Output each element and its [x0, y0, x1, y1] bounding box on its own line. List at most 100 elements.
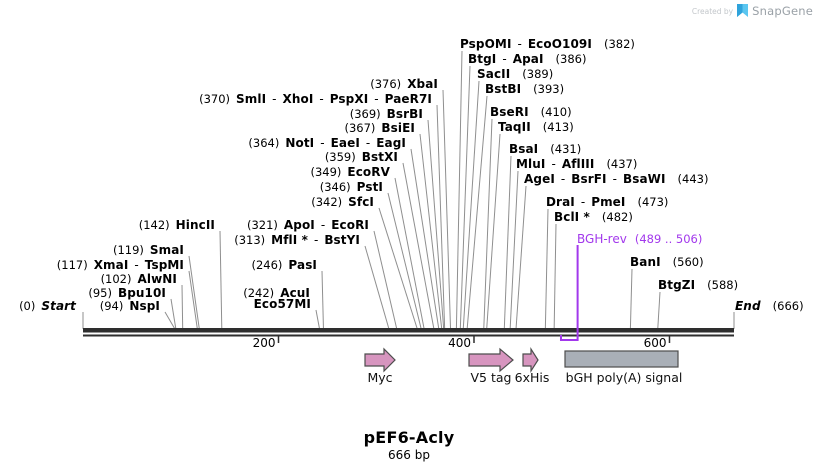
site-name-separator: -	[307, 233, 325, 247]
site-label-smai[interactable]: (119) SmaI	[113, 243, 184, 257]
enzyme-name: BsaWI	[622, 172, 666, 186]
site-label-mfli[interactable]: (313) MflI * - BstYI	[234, 233, 360, 247]
site-position: (346)	[319, 180, 351, 194]
enzyme-name: BsiEI	[381, 121, 415, 135]
enzyme-name: SmaI	[149, 243, 184, 257]
site-position: (246)	[251, 258, 283, 272]
site-label-taqii[interactable]: TaqII (413)	[498, 120, 574, 134]
site-label-acui[interactable]: (242) AcuI	[243, 286, 310, 300]
site-label-psti[interactable]: (346) PstI	[320, 180, 383, 194]
feature-bgh-polya-box[interactable]	[564, 350, 679, 368]
backbone-strand-top	[83, 328, 734, 333]
site-label-bsai[interactable]: BsaI (431)	[509, 142, 581, 156]
site-position: (473)	[637, 195, 669, 209]
site-label-pasi[interactable]: (246) PasI	[251, 258, 317, 272]
map-title: pEF6-Acly	[363, 428, 455, 447]
site-label-bstbi[interactable]: BstBI (393)	[485, 82, 564, 96]
site-connector	[219, 230, 223, 330]
site-name-separator: -	[314, 136, 331, 150]
site-position: (142)	[138, 218, 170, 232]
site-position: (321)	[246, 218, 278, 232]
feature-6xhis-arrow[interactable]	[522, 346, 539, 374]
site-label-bcli[interactable]: BclI * (482)	[554, 210, 633, 224]
site-label-start[interactable]: (0) Start	[19, 299, 76, 313]
enzyme-name: ApaI	[512, 52, 544, 66]
site-label-bpu10i[interactable]: (95) Bpu10I	[88, 286, 166, 300]
site-connector	[321, 270, 324, 330]
site-label-bseri[interactable]: BseRI (410)	[490, 105, 572, 119]
site-label-alwni[interactable]: (102) AlwNI	[101, 272, 177, 286]
site-connector	[483, 118, 493, 330]
site-connector	[459, 65, 471, 330]
site-position: (560)	[672, 255, 704, 269]
site-position: (389)	[522, 67, 554, 81]
site-position: (413)	[542, 120, 574, 134]
enzyme-name: BseRI	[490, 105, 529, 119]
site-position: (342)	[311, 195, 343, 209]
site-position: (102)	[100, 272, 132, 286]
site-label-end[interactable]: End (666)	[735, 299, 804, 313]
feature-v5-tag-arrow[interactable]	[468, 347, 514, 373]
site-position: (349)	[310, 165, 342, 179]
enzyme-name: SmlI	[236, 92, 267, 106]
site-connector	[419, 133, 443, 330]
site-name-separator: -	[574, 195, 592, 209]
site-label-drai[interactable]: DraI - PmeI (473)	[546, 195, 668, 209]
watermark-brand: SnapGene	[752, 4, 813, 18]
site-label-sfci[interactable]: (342) SfcI	[311, 195, 374, 209]
backbone-strand-bottom	[83, 334, 734, 337]
site-name-separator: -	[496, 52, 513, 66]
enzyme-name: MflI *	[271, 233, 308, 247]
site-label-hincii[interactable]: (142) HincII	[139, 218, 215, 232]
site-connector	[657, 291, 661, 330]
site-label-sacii[interactable]: SacII (389)	[477, 67, 553, 81]
enzyme-name: TaqII	[498, 120, 531, 134]
site-connector	[544, 208, 549, 330]
site-label-bsrbi[interactable]: (369) BsrBI	[350, 107, 423, 121]
site-label-nspi[interactable]: (94) NspI	[100, 299, 160, 313]
site-position: (376)	[370, 77, 402, 91]
site-position: (431)	[550, 142, 582, 156]
site-label-btgzi[interactable]: BtgZI (588)	[658, 278, 738, 292]
site-position: (94)	[99, 299, 124, 313]
map-length: 666 bp	[388, 448, 430, 462]
enzyme-name: BtgZI	[658, 278, 696, 292]
site-label-bsiei[interactable]: (367) BsiEI	[344, 121, 415, 135]
watermark-created-by: Created by	[691, 6, 734, 16]
site-label-eco57mi[interactable]: Eco57MI	[254, 297, 311, 311]
site-connector	[486, 133, 501, 330]
site-connector	[553, 223, 557, 330]
site-label-bstxi[interactable]: (359) BstXI	[325, 150, 398, 164]
enzyme-name: MluI	[516, 157, 546, 171]
site-label-mlui[interactable]: MluI - AflIII (437)	[516, 157, 637, 171]
enzyme-name: SacII	[477, 67, 511, 81]
site-label-xbai[interactable]: (376) XbaI	[370, 77, 438, 91]
primer-bgh-rev-label[interactable]: BGH-rev(489 .. 506)	[577, 232, 702, 246]
site-name-separator: -	[511, 37, 528, 51]
primer-bgh-rev-line[interactable]	[559, 245, 579, 341]
site-position: (95)	[88, 286, 112, 300]
site-label-bani[interactable]: BanI (560)	[630, 255, 704, 269]
site-label-pspomi[interactable]: PspOMI - EcoO109I (382)	[460, 37, 635, 51]
site-connector	[373, 230, 398, 330]
site-connector	[515, 185, 527, 330]
site-label-smli[interactable]: (370) SmlI - XhoI - PspXI - PaeR7I	[199, 92, 432, 106]
site-label-btgi[interactable]: BtgI - ApaI (386)	[468, 52, 586, 66]
site-connector	[170, 298, 177, 330]
enzyme-name: PasI	[288, 258, 317, 272]
site-connector	[629, 268, 633, 330]
enzyme-name: BsrBI	[386, 107, 423, 121]
site-label-xmai[interactable]: (117) XmaI - TspMI	[57, 258, 184, 272]
enzyme-name: XbaI	[407, 77, 438, 91]
site-label-noti[interactable]: (364) NotI - EaeI - EagI	[248, 136, 406, 150]
site-label-ecorv[interactable]: (349) EcoRV	[310, 165, 390, 179]
site-connector	[462, 80, 480, 330]
feature-myc-arrow[interactable]	[364, 347, 396, 373]
feature-label-bgh-polya: bGH poly(A) signal	[565, 370, 683, 385]
site-label-agei[interactable]: AgeI - BsrFI - BsaWI (443)	[524, 172, 708, 186]
site-position: (359)	[324, 150, 356, 164]
site-connector	[466, 95, 488, 330]
site-label-apoi[interactable]: (321) ApoI - EcoRI	[247, 218, 369, 232]
enzyme-name: XhoI	[282, 92, 314, 106]
enzyme-name: PstI	[356, 180, 383, 194]
